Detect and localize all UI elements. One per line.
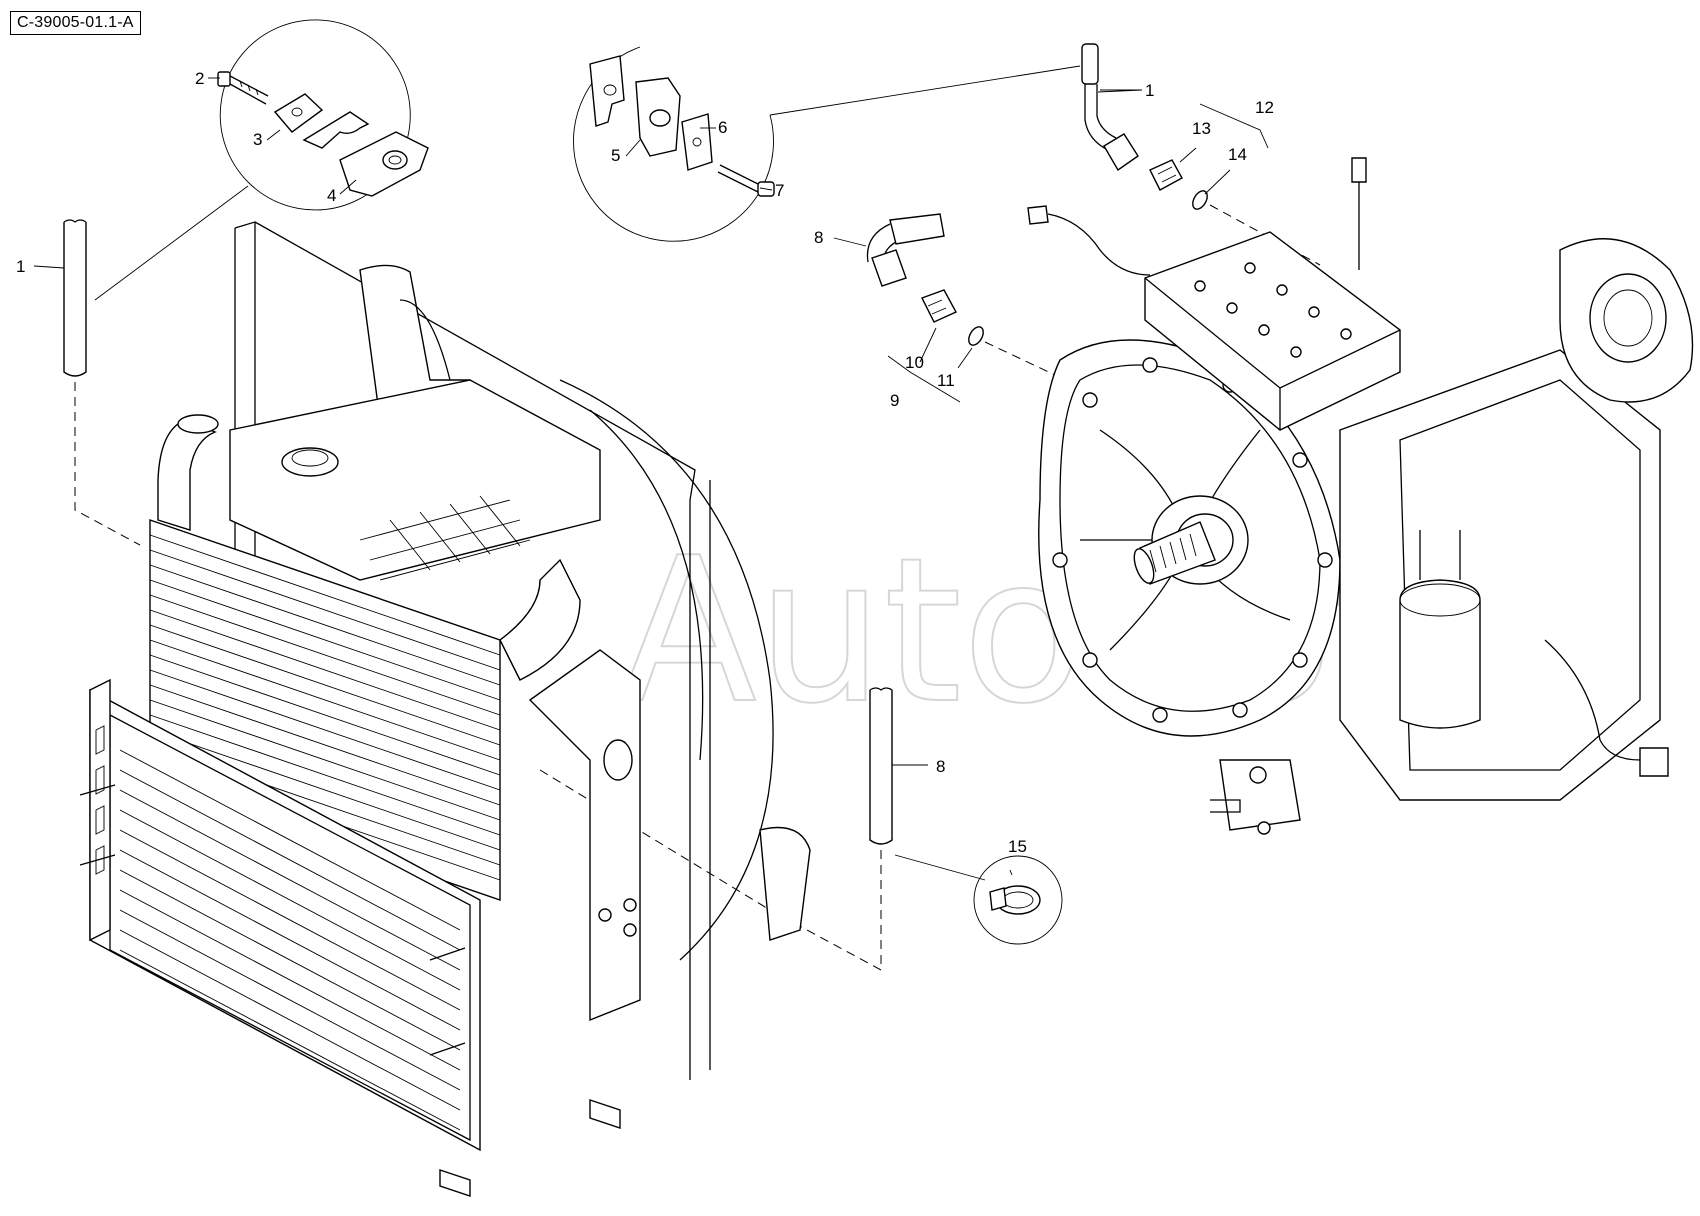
callout-13: 13 <box>1192 119 1211 138</box>
charge-cooler-fins <box>149 534 501 881</box>
hose-1-left <box>33 219 141 546</box>
callout-9: 9 <box>890 391 899 410</box>
callout-15: 15 <box>1008 837 1027 856</box>
callout-10: 10 <box>905 353 924 372</box>
bolt-part <box>217 71 269 105</box>
clamp-plate <box>273 93 324 133</box>
callout-8-hose: 8 <box>936 757 945 776</box>
callout-labels: 2 3 4 5 6 7 1 12 13 14 8 10 11 9 1 8 15 <box>16 69 1274 856</box>
callout-7: 7 <box>775 181 784 200</box>
clamp-detail-middle <box>573 46 1081 242</box>
callout-8-fitting: 8 <box>814 228 823 247</box>
callout-3: 3 <box>253 130 262 149</box>
transmission-assembly <box>1027 157 1694 835</box>
callout-12: 12 <box>1255 98 1274 117</box>
clamp-half-upper <box>302 111 370 149</box>
callout-11: 11 <box>937 371 955 390</box>
hose-fitting-1 <box>1081 43 1321 266</box>
hose-fitting-8 <box>833 213 1056 403</box>
hose-8-middle <box>539 687 986 971</box>
callout-14: 14 <box>1228 145 1247 164</box>
hose-clamp-15 <box>973 855 1063 945</box>
valve-block-bolts <box>1194 262 1352 358</box>
callout-leaders <box>208 77 1143 876</box>
callout-2: 2 <box>195 69 204 88</box>
radiator-cooler-assembly <box>79 221 811 1197</box>
drawing-reference-code: C-39005-01.1-A <box>10 11 141 35</box>
callout-1-hose: 1 <box>16 257 25 276</box>
callout-4: 4 <box>327 186 336 205</box>
bell-housing-bolts <box>1052 357 1333 723</box>
callout-1-fitting: 1 <box>1145 81 1154 100</box>
clamp-detail-left <box>94 19 429 301</box>
callout-6: 6 <box>718 118 727 137</box>
callout-5: 5 <box>611 146 620 165</box>
